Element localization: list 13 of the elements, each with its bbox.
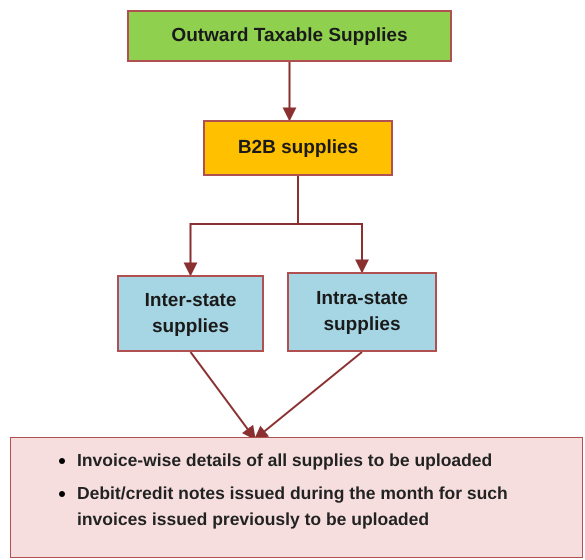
process-box <box>117 275 264 352</box>
box-label: Outward Taxable Supplies <box>171 24 408 48</box>
box-label: B2B supplies <box>238 136 358 160</box>
box-label: Inter-state supplies <box>144 288 238 338</box>
arrow <box>254 351 363 440</box>
note-box <box>10 437 583 558</box>
process-box <box>287 272 437 352</box>
bullet-item: Invoice-wise details of all supplies to be uploaded <box>77 449 492 472</box>
process-box <box>203 120 393 176</box>
arrow <box>282 62 296 122</box>
box-label: Intra-state supplies <box>315 287 409 337</box>
process-box <box>127 10 452 62</box>
bullet-item: Debit/credit notes issued during the month for such invoices issued previously to be uploaded <box>77 482 509 531</box>
